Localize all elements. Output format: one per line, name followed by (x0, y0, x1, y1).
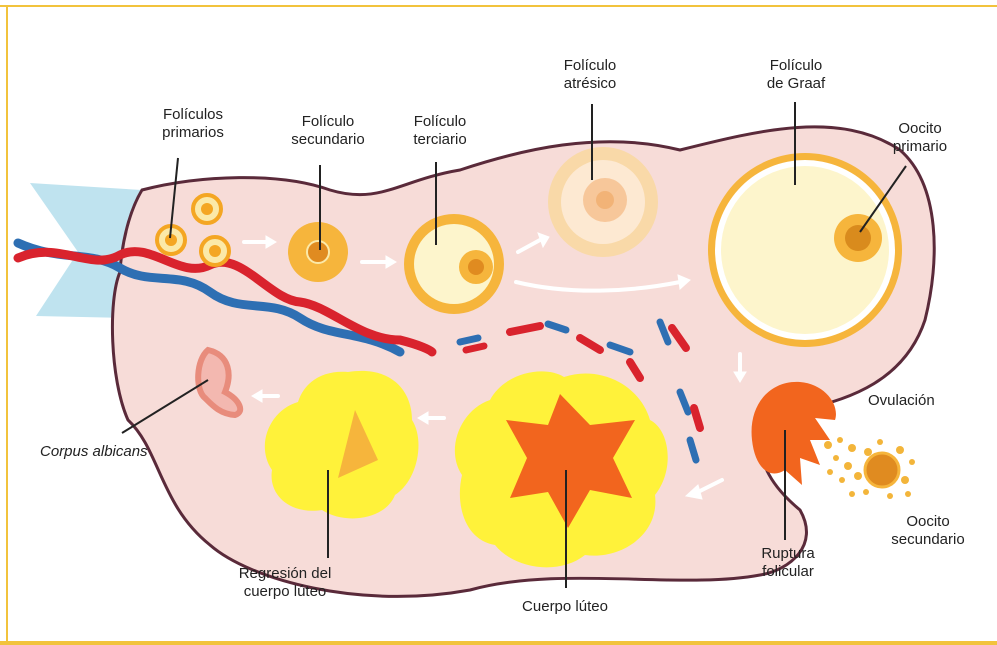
label-oocito-secundario: Oocito secundario (880, 513, 976, 549)
primary-follicle-oocyte (201, 203, 213, 215)
label-foliculos-primarios-line2: primarios (148, 124, 238, 142)
label-oocito-secundario-line1: Oocito (880, 513, 976, 531)
primary-oocyte (845, 225, 871, 251)
label-regresion-cuerpo-luteo: Regresión del cuerpo lúteo (225, 565, 345, 601)
label-ovulacion: Ovulación (868, 392, 935, 410)
label-corpus-albicans: Corpus albicans (40, 443, 148, 461)
label-oocito-secundario-line2: secundario (880, 531, 976, 549)
label-foliculo-terciario-line2: terciario (400, 131, 480, 149)
label-oocito-primario-line1: Oocito (880, 120, 960, 138)
label-foliculo-secundario-line1: Folículo (280, 113, 376, 131)
label-foliculo-atresico: Folículo atrésico (548, 57, 632, 93)
secondary-follicle-oocyte (307, 241, 329, 263)
label-foliculo-secundario: Folículo secundario (280, 113, 376, 149)
vein-dash (460, 338, 478, 342)
label-oocito-primario-line2: primario (880, 138, 960, 156)
secondary-oocyte (865, 453, 899, 487)
label-regresion-line1: Regresión del (225, 565, 345, 583)
label-foliculo-atresico-line2: atrésico (548, 75, 632, 93)
label-ruptura-line1: Ruptura (750, 545, 826, 563)
primary-follicle-oocyte (209, 245, 221, 257)
atretic-follicle-center (596, 191, 614, 209)
artery-dash (466, 346, 484, 350)
label-cuerpo-luteo: Cuerpo lúteo (500, 598, 630, 616)
label-foliculo-graaf: Folículo de Graaf (754, 57, 838, 93)
label-regresion-line2: cuerpo lúteo (225, 583, 345, 601)
tertiary-follicle-oocyte (468, 259, 484, 275)
label-foliculo-atresico-line1: Folículo (548, 57, 632, 75)
secondary-oocyte-group (824, 437, 915, 499)
label-foliculo-graaf-line2: de Graaf (754, 75, 838, 93)
label-oocito-primario: Oocito primario (880, 120, 960, 156)
label-ruptura-folicular: Ruptura folicular (750, 545, 826, 581)
label-foliculo-terciario: Folículo terciario (400, 113, 480, 149)
label-foliculo-secundario-line2: secundario (280, 131, 376, 149)
label-foliculo-terciario-line1: Folículo (400, 113, 480, 131)
label-ruptura-line2: folicular (750, 563, 826, 581)
label-foliculo-graaf-line1: Folículo (754, 57, 838, 75)
label-foliculos-primarios: Folículos primarios (148, 106, 238, 142)
label-foliculos-primarios-line1: Folículos (148, 106, 238, 124)
